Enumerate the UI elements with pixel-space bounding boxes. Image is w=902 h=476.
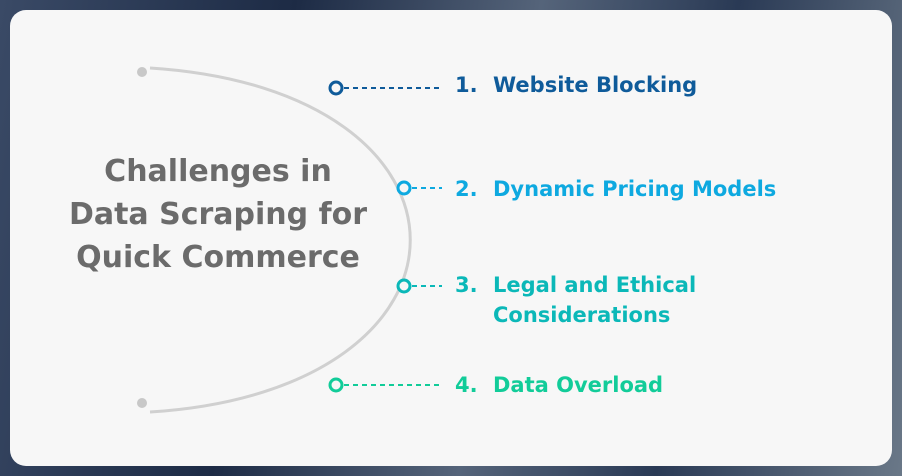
challenge-item-4: 4. Data Overload — [455, 370, 663, 400]
connector-2 — [396, 180, 442, 196]
connector-4 — [328, 377, 442, 393]
challenge-item-3: 3. Legal and Ethical Considerations — [455, 270, 745, 330]
item-label: Dynamic Pricing Models — [493, 177, 777, 201]
challenge-item-2: 2. Dynamic Pricing Models — [455, 174, 776, 204]
item-number: 3. — [455, 273, 478, 297]
connector-3 — [396, 278, 442, 294]
item-label: Legal and Ethical Considerations — [493, 273, 697, 327]
diagram-title: Challenges in Data Scraping for Quick Co… — [68, 154, 368, 275]
item-label: Data Overload — [493, 373, 664, 397]
item-number: 4. — [455, 373, 478, 397]
connector-1 — [328, 80, 442, 96]
infographic-card — [10, 10, 892, 466]
item-label: Website Blocking — [493, 73, 698, 97]
arc-end-dot-top — [137, 67, 147, 77]
item-number: 1. — [455, 73, 478, 97]
arc-end-dot-bottom — [137, 398, 147, 408]
arc — [149, 66, 412, 414]
item-number: 2. — [455, 177, 478, 201]
challenge-item-1: 1. Website Blocking — [455, 70, 697, 100]
